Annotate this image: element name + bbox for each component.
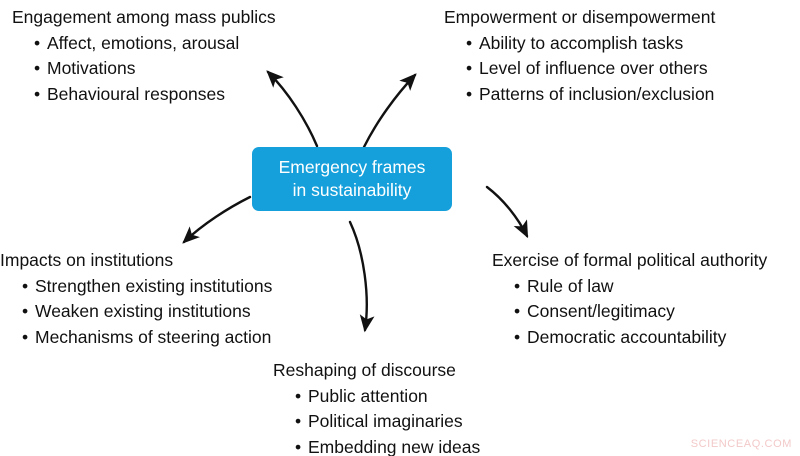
list-item: • Level of influence over others <box>466 56 715 82</box>
cluster-engagement-heading: Engagement among mass publics <box>12 7 276 27</box>
bullet-icon: • <box>34 32 41 53</box>
list-item: • Motivations <box>34 56 276 82</box>
bullet-icon: • <box>514 275 521 296</box>
cluster-institutions: Impacts on institutions • Strengthen exis… <box>0 248 272 350</box>
cluster-authority: Exercise of formal political authority •… <box>492 248 767 350</box>
bullet-icon: • <box>466 32 473 53</box>
arrow-to-authority <box>485 185 529 239</box>
bullet-icon: • <box>22 301 29 321</box>
list-item-label: Behavioural responses <box>47 83 226 104</box>
list-item-label: Rule of law <box>527 275 614 296</box>
cluster-engagement-list: •Affect, emotions, arousal •Motivations … <box>12 31 276 108</box>
list-item: • Strengthen existing institutions <box>22 274 272 300</box>
list-item: • Political imaginaries <box>295 409 480 435</box>
list-item: • Embedding new ideas <box>295 435 480 456</box>
list-item: • Ability to accomplish tasks <box>466 31 715 57</box>
list-item: • Public attention <box>295 384 480 410</box>
list-item-label: Embedding new ideas <box>308 436 481 456</box>
list-item-label: Strengthen existing institutions <box>35 275 273 296</box>
bullet-icon: • <box>295 411 302 431</box>
cluster-authority-heading: Exercise of formal political authority <box>492 250 768 270</box>
cluster-discourse-list: • Public attention • Political imaginaries… <box>273 384 480 456</box>
bullet-icon: • <box>295 436 302 456</box>
cluster-institutions-list: • Strengthen existing institutions • Weake… <box>0 274 272 351</box>
list-item-label: Motivations <box>47 58 136 78</box>
bullet-icon: • <box>514 301 521 321</box>
watermark: SCIENCEAQ.COM <box>690 438 792 450</box>
cluster-institutions-heading: Impacts on institutions <box>0 250 174 270</box>
bullet-icon: • <box>34 58 41 78</box>
bullet-icon: • <box>466 58 473 78</box>
list-item-label: Democratic accountability <box>527 326 727 347</box>
list-item: • Behavioural responses <box>34 82 276 108</box>
list-item-label: Mechanisms of steering action <box>35 326 272 347</box>
list-item-label: Ability to accomplish tasks <box>479 32 684 53</box>
bullet-icon: • <box>22 275 29 296</box>
list-item: • Affect, emotions, arousal <box>34 31 276 57</box>
list-item-label: Affect, emotions, arousal <box>47 32 240 53</box>
cluster-empowerment-list: • Ability to accomplish tasks • Level of i… <box>444 31 715 108</box>
arrow-to-discourse <box>348 220 375 333</box>
cluster-empowerment: Empowerment or disempowerment • Ability t… <box>444 5 715 107</box>
cluster-authority-list: • Rule of law • Consent/legitimacy • Democr… <box>492 274 767 351</box>
bullet-icon: • <box>34 83 41 104</box>
list-item: • Rule of law <box>514 274 767 300</box>
bullet-icon: • <box>295 385 302 406</box>
list-item-label: Level of influence over others <box>479 58 708 78</box>
cluster-empowerment-heading: Empowerment or disempowerment <box>444 7 716 27</box>
list-item-label: Patterns of inclusion/exclusion <box>479 83 715 104</box>
arrow-to-empowerment <box>362 73 417 149</box>
list-item: • Patterns of inclusion/exclusion <box>466 82 715 108</box>
center-node[interactable]: Emergency frames in sustainability <box>252 147 452 211</box>
bullet-icon: • <box>514 326 521 347</box>
cluster-engagement: Engagement among mass publics • Affect, e… <box>12 5 276 107</box>
list-item: • Democratic accountability <box>514 325 767 351</box>
cluster-discourse-heading: Reshaping of discourse <box>273 360 456 380</box>
list-item-label: Weaken existing institutions <box>35 301 251 321</box>
list-item-label: Public attention <box>308 385 428 406</box>
arrow-to-institutions <box>182 195 252 244</box>
list-item: • Mechanisms of steering action <box>22 325 272 351</box>
list-item: • Weaken existing institutions <box>22 299 272 325</box>
cluster-discourse: Reshaping of discourse • Public attention… <box>273 358 480 456</box>
bullet-icon: • <box>466 83 473 104</box>
list-item-label: Consent/legitimacy <box>527 301 675 321</box>
list-item: • Consent/legitimacy <box>514 299 767 325</box>
center-node-label: Emergency frames in sustainability <box>278 157 426 200</box>
bullet-icon: • <box>22 326 29 347</box>
list-item-label: Political imaginaries <box>308 411 463 431</box>
